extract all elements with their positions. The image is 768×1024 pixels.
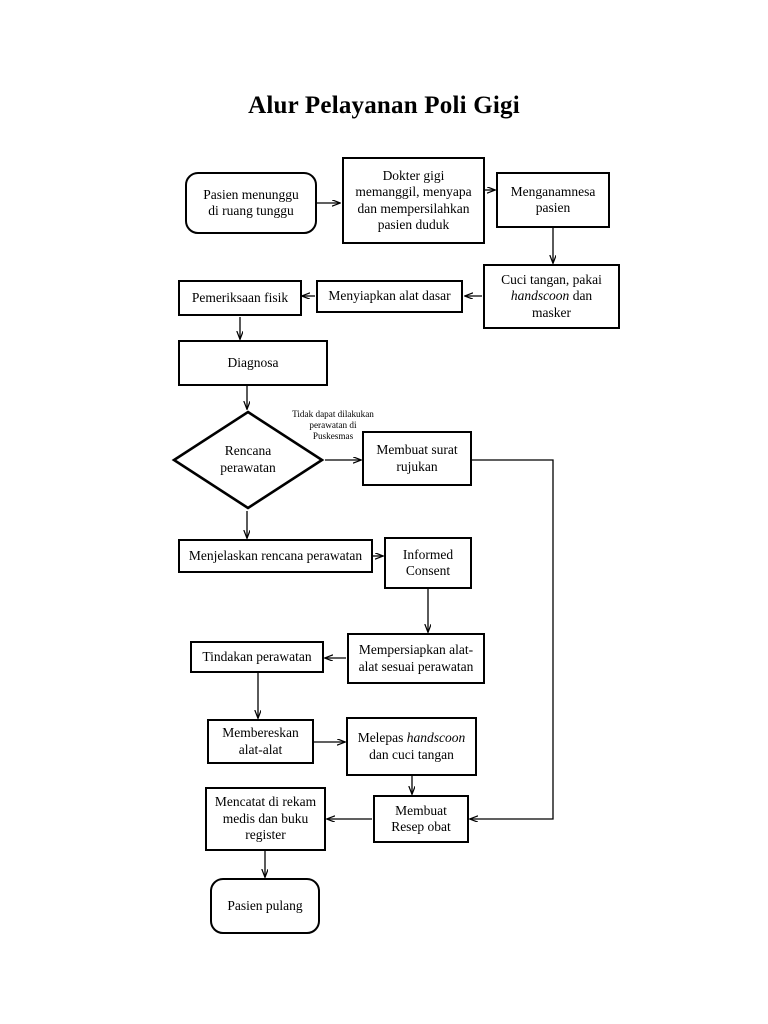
node-pasien-menunggu[interactable]: Pasien menunggu di ruang tunggu xyxy=(185,172,317,234)
node-label: Tindakan perawatan xyxy=(202,648,312,664)
node-menjelaskan-rencana-perawatan[interactable]: Menjelaskan rencana perawatan xyxy=(178,539,373,573)
node-label: Membuat surat rujukan xyxy=(376,442,458,474)
node-label: Dokter gigi memanggil, menyapa dan mempe… xyxy=(355,167,472,232)
node-label: Pasien menunggu di ruang tunggu xyxy=(203,186,299,218)
node-mempersiapkan-alat[interactable]: Mempersiapkan alat- alat sesuai perawata… xyxy=(347,633,485,684)
node-informed-consent[interactable]: Informed Consent xyxy=(384,537,472,589)
node-label: Diagnosa xyxy=(227,354,279,370)
node-label: Rencana perawatan xyxy=(220,443,276,475)
node-pasien-pulang[interactable]: Pasien pulang xyxy=(210,878,320,934)
node-diagnosa[interactable]: Diagnosa xyxy=(178,340,328,386)
edge-label-rujukan: Tidak dapat dilakukan perawatan di Puske… xyxy=(292,409,374,442)
node-label: Pasien pulang xyxy=(227,897,303,913)
node-label: Membuat Resep obat xyxy=(391,802,451,834)
node-menyiapkan-alat-dasar[interactable]: Menyiapkan alat dasar xyxy=(316,280,463,313)
node-melepas-handscoon[interactable]: Melepas handscoon dan cuci tangan xyxy=(346,717,477,776)
node-membuat-surat-rujukan[interactable]: Membuat surat rujukan xyxy=(362,431,472,486)
node-membuat-resep-obat[interactable]: Membuat Resep obat xyxy=(373,795,469,843)
node-membereskan-alat[interactable]: Membereskan alat-alat xyxy=(207,719,314,764)
node-mencatat-rekam-medis[interactable]: Mencatat di rekam medis dan buku registe… xyxy=(205,787,326,851)
node-pemeriksaan-fisik[interactable]: Pemeriksaan fisik xyxy=(178,280,302,316)
node-tindakan-perawatan[interactable]: Tindakan perawatan xyxy=(190,641,324,673)
node-rencana-perawatan[interactable]: Rencana perawatan xyxy=(171,409,325,511)
node-menganamnesa-pasien[interactable]: Menganamnesa pasien xyxy=(496,172,610,228)
diamond-shape xyxy=(171,410,325,510)
node-label: Pemeriksaan fisik xyxy=(191,289,289,305)
node-label: Melepas handscoon dan cuci tangan xyxy=(357,730,466,762)
page-title: Alur Pelayanan Poli Gigi xyxy=(248,92,520,119)
node-dokter-gigi-memanggil[interactable]: Dokter gigi memanggil, menyapa dan mempe… xyxy=(342,157,485,244)
node-label: Menganamnesa pasien xyxy=(510,183,596,215)
node-label: Mencatat di rekam medis dan buku registe… xyxy=(214,794,317,843)
node-label: Menjelaskan rencana perawatan xyxy=(188,547,363,563)
node-label: Membereskan alat-alat xyxy=(222,725,299,757)
node-label: Mempersiapkan alat- alat sesuai perawata… xyxy=(358,642,474,674)
node-label: Informed Consent xyxy=(402,546,454,578)
node-label: Menyiapkan alat dasar xyxy=(328,288,451,304)
